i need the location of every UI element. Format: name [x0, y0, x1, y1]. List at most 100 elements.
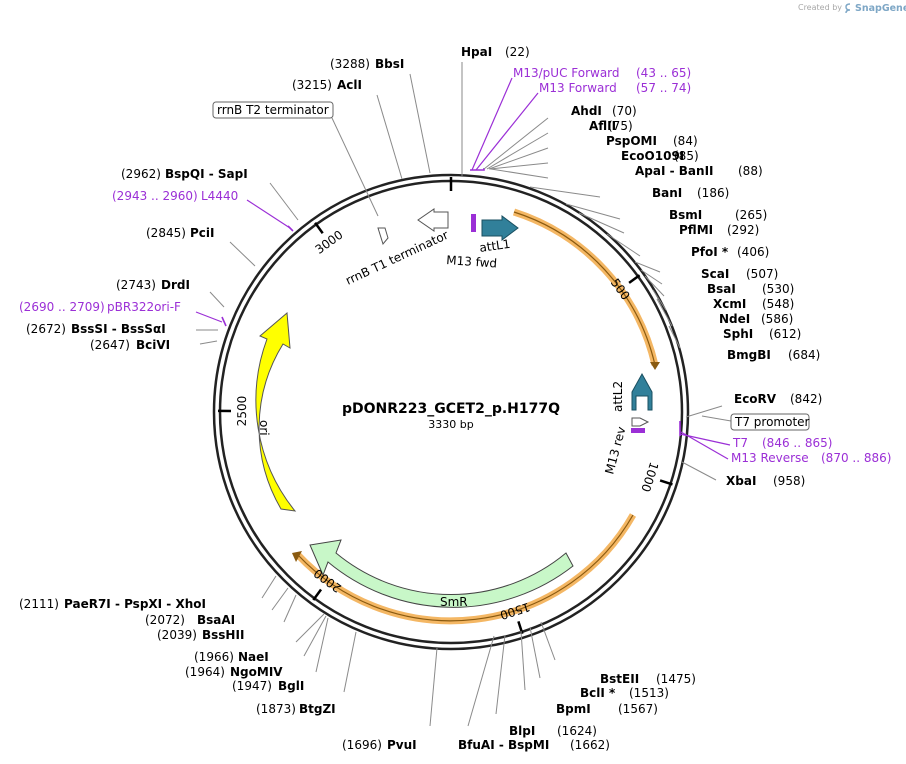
enzyme-position: (1567): [618, 702, 658, 716]
smr-label: SmR: [440, 595, 468, 609]
enzyme-name: EcoRV: [734, 392, 777, 406]
primer-site: pBR322ori-F(2690 .. 2709): [19, 300, 181, 314]
enzyme-site: (88)ApaI - BanII: [635, 164, 763, 178]
enzyme-leader: [488, 147, 549, 170]
enzyme-site: (2111)PaeR7I - PspXI - XhoI: [19, 597, 206, 611]
tick-mark: [312, 588, 323, 601]
attl2-label: attL2: [611, 381, 625, 412]
snapgene-logo-icon: [845, 3, 851, 14]
enzyme-position: (684): [788, 348, 820, 362]
boxed-feature-name: T7 promoter: [734, 415, 810, 429]
enzyme-leader: [489, 162, 549, 170]
enzyme-name: BsaI: [707, 282, 736, 296]
enzyme-name: DrdI: [161, 278, 190, 292]
enzyme-leader: [199, 340, 218, 345]
enzyme-site: (1696)PvuI: [342, 738, 417, 752]
enzyme-position: (1964): [185, 665, 225, 679]
tick-label: 1500: [498, 600, 531, 623]
primer-range: (43 .. 65): [636, 66, 691, 80]
enzyme-site: (84)PspOMI: [606, 134, 698, 148]
enzyme-position: (22): [505, 45, 530, 59]
plasmid-name: pDONR223_GCET2_p.H177Q: [342, 401, 560, 417]
primer-name: T7: [732, 436, 748, 450]
enzyme-name: PspOMI: [606, 134, 657, 148]
enzyme-position: (1696): [342, 738, 382, 752]
enzyme-position: (507): [746, 267, 778, 281]
enzyme-leader: [681, 461, 717, 481]
primer-range: (846 .. 865): [762, 436, 832, 450]
enzyme-position: (2039): [157, 628, 197, 642]
enzyme-leader: [376, 94, 403, 180]
enzyme-position: (2743): [116, 278, 156, 292]
enzyme-leader: [565, 203, 621, 220]
enzyme-site: (612) SphI: [723, 327, 801, 341]
enzyme-site: (2072) BsaAI: [145, 613, 235, 627]
enzyme-leader: [540, 621, 556, 661]
tick-label: 1000: [638, 460, 661, 493]
primer-name: M13 Forward: [539, 81, 617, 95]
primer-name: pBR322ori-F: [107, 300, 181, 314]
enzyme-name: SphI: [723, 327, 753, 341]
primer-site: M13 Forward (57 .. 74): [539, 81, 691, 95]
enzyme-position: (842): [790, 392, 822, 406]
enzyme-leader: [685, 405, 723, 418]
smr-feature: [309, 539, 574, 608]
enzyme-site: (507)ScaI: [701, 267, 778, 281]
enzyme-name: PfoI *: [691, 245, 729, 259]
enzyme-position: (530): [762, 282, 794, 296]
enzyme-name: BmgBI: [727, 348, 771, 362]
primer-site: L4440(2943 .. 2960): [112, 189, 238, 203]
enzyme-name: BciVI: [136, 338, 170, 352]
enzyme-name: BlpI: [509, 724, 535, 738]
enzyme-leader: [578, 212, 625, 234]
enzyme-leader: [520, 630, 526, 691]
enzyme-position: (1475): [656, 672, 696, 686]
primer-range: (2943 .. 2960): [112, 189, 198, 203]
enzyme-position: (292): [727, 223, 759, 237]
primer-range: (870 .. 886): [821, 451, 891, 465]
rrnb-t1-terminator-feature: [417, 208, 449, 232]
enzyme-position: (2072): [145, 613, 185, 627]
enzyme-site: (1567)BpmI: [556, 702, 658, 716]
boxed-feature-name: rrnB T2 terminator: [217, 103, 329, 117]
enzyme-site: (1964)NgoMIV: [185, 665, 283, 679]
enzyme-name: PciI: [190, 226, 215, 240]
boxed-feature: rrnB T2 terminator: [212, 101, 334, 119]
enzyme-position: (2647): [90, 338, 130, 352]
enzyme-name: AhdI: [571, 104, 602, 118]
enzyme-position: (70): [612, 104, 637, 118]
enzyme-position: (1873): [256, 702, 296, 716]
enzyme-name: BbsI: [375, 57, 404, 71]
enzyme-name: XcmI: [713, 297, 746, 311]
ori-feature: [255, 311, 297, 512]
enzyme-site: (2962)BspQI - SapI: [121, 167, 248, 181]
enzyme-site: (406) PfoI *: [691, 245, 769, 259]
orf-highlight-top: [512, 208, 659, 366]
enzyme-position: (548): [762, 297, 794, 311]
enzyme-position: (1966): [194, 650, 234, 664]
rrnb-t1-label: rrnB T1 terminator: [343, 228, 450, 288]
enzyme-name: XbaI: [726, 474, 756, 488]
enzyme-name: BsaAI: [197, 613, 235, 627]
enzyme-position: (406): [737, 245, 769, 259]
enzyme-leader: [606, 233, 641, 257]
enzyme-leader: [668, 325, 681, 349]
attl1-feature: [481, 215, 519, 241]
credit-brand: SnapGene: [855, 3, 906, 14]
enzyme-leader: [295, 613, 325, 643]
enzyme-name: BtgZI: [299, 702, 336, 716]
enzyme-position: (612): [769, 327, 801, 341]
enzyme-site: (70) AhdI: [571, 104, 637, 118]
boxed-feature-leader: [701, 415, 732, 422]
enzyme-site: (2743) DrdI: [116, 278, 190, 292]
enzyme-site: (1475)BstEII: [600, 672, 696, 686]
tick-label: 2500: [235, 396, 249, 427]
enzyme-name: NdeI: [719, 312, 750, 326]
primer-range: (57 .. 74): [636, 81, 691, 95]
enzyme-position: (1947): [232, 679, 272, 693]
enzyme-leader: [483, 117, 549, 170]
enzyme-leader: [486, 132, 549, 170]
enzyme-position: (2672): [26, 322, 66, 336]
